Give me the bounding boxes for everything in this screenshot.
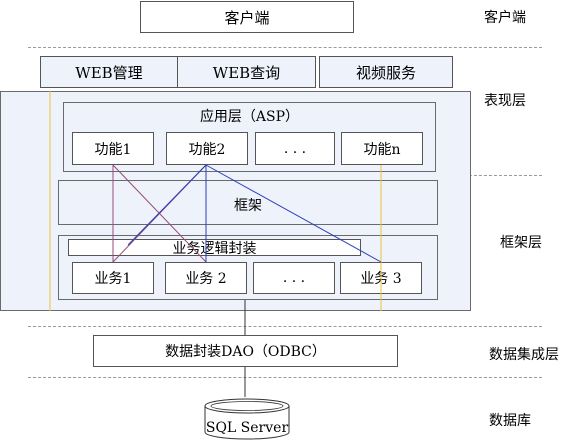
- dao-box: 数据封装DAO（ODBC）: [93, 335, 398, 367]
- module-video-service: 视频服务: [319, 56, 453, 88]
- layer-label-database: 数据库: [489, 413, 531, 429]
- separator-data: [28, 377, 542, 378]
- layer-label-framework: 框架层: [500, 235, 542, 251]
- function-ellipsis: . . .: [255, 132, 335, 165]
- layer-label-presentation: 表现层: [484, 93, 526, 109]
- business-2: 业务 2: [165, 262, 247, 294]
- blue-line-3: [205, 164, 382, 263]
- client-box: 客户端: [140, 1, 354, 33]
- module-web-admin: WEB管理: [40, 56, 178, 88]
- layer-label-data-integration: 数据集成层: [489, 347, 559, 363]
- database-label: SQL Server: [205, 420, 289, 436]
- separator-framework: [28, 326, 542, 327]
- function-2: 功能2: [166, 132, 248, 165]
- blue-line-1: [127, 164, 207, 246]
- business-ellipsis: . . .: [253, 262, 335, 294]
- business-1: 业务1: [72, 262, 154, 294]
- app-layer-title: 应用层（ASP）: [199, 109, 300, 125]
- layer-label-client: 客户端: [484, 10, 526, 26]
- module-web-query: WEB查询: [177, 56, 316, 88]
- business-logic-wrapper: 业务逻辑封装: [68, 239, 361, 257]
- framework-label: 框架: [234, 198, 262, 214]
- separator-client: [28, 47, 542, 48]
- framework-box: [58, 180, 438, 225]
- function-n: 功能n: [341, 132, 423, 165]
- database-cylinder: [204, 398, 290, 440]
- function-1: 功能1: [72, 132, 154, 165]
